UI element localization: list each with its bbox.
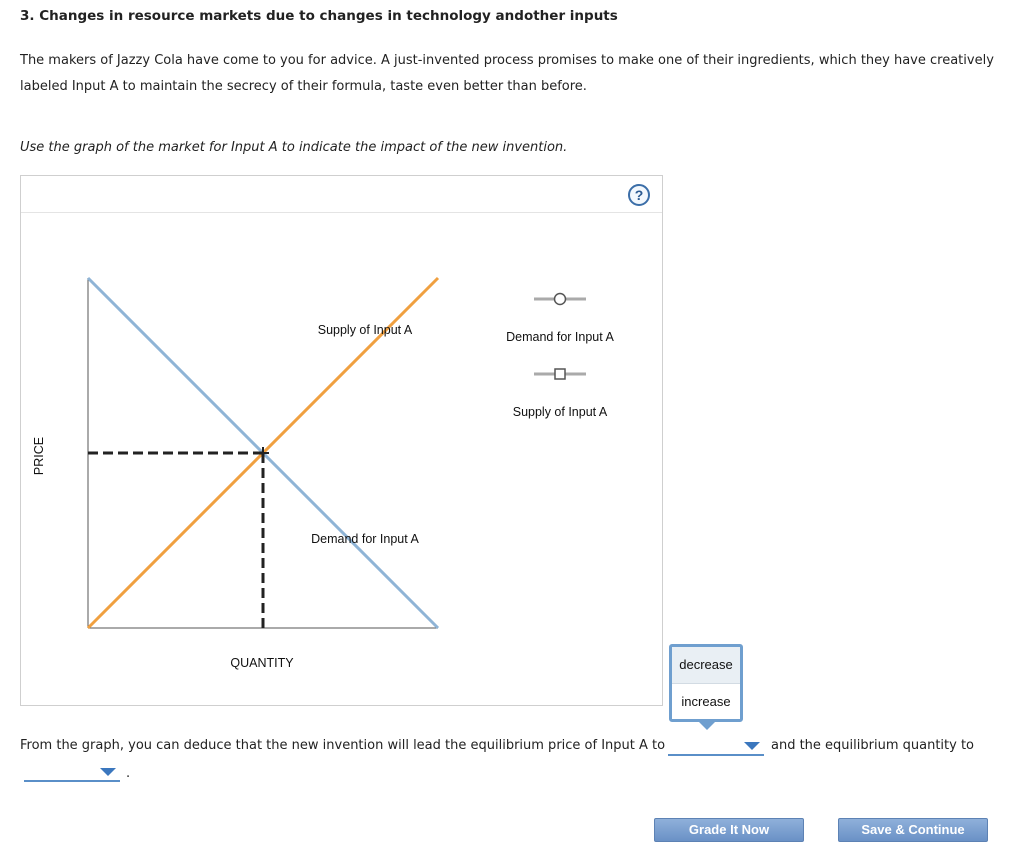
quantity-change-select[interactable] [24, 766, 120, 782]
sentence-period: . [126, 766, 131, 781]
question-intro: The makers of Jazzy Cola have come to yo… [20, 53, 994, 94]
supply-tool[interactable] [534, 368, 586, 380]
dropdown-option-increase[interactable]: increase [681, 694, 731, 709]
question-title: 3. Changes in resource markets due to ch… [20, 8, 618, 24]
y-axis-label: PRICE [32, 437, 46, 475]
price-dropdown-menu: decrease increase [669, 644, 743, 722]
answer-sentence-part1: From the graph, you can deduce that the … [20, 738, 666, 753]
question-instruction: Use the graph of the market for Input A … [20, 140, 568, 155]
save-continue-button[interactable]: Save & Continue [838, 818, 988, 842]
square-marker-icon [554, 368, 566, 380]
graph-panel: ? PRICE QUANTITY Supply of Input A Deman… [20, 175, 663, 706]
x-axis-label: QUANTITY [230, 656, 294, 670]
chevron-down-icon [100, 768, 116, 776]
dropdown-option-decrease[interactable]: decrease [672, 647, 740, 684]
help-icon[interactable]: ? [628, 184, 650, 206]
grade-it-now-button[interactable]: Grade It Now [654, 818, 804, 842]
price-change-select[interactable] [668, 740, 764, 756]
panel-divider [21, 212, 662, 213]
answer-sentence-part2: and the equilibrium quantity to [771, 738, 975, 753]
chevron-down-icon [744, 742, 760, 750]
demand-curve-label: Demand for Input A [311, 532, 419, 546]
circle-marker-icon [553, 292, 567, 306]
dropdown-pointer [698, 721, 716, 730]
demand-tool[interactable] [534, 292, 586, 306]
demand-tool-label: Demand for Input A [506, 330, 614, 344]
supply-tool-label: Supply of Input A [513, 405, 608, 419]
supply-curve-label: Supply of Input A [318, 323, 413, 337]
market-graph: PRICE QUANTITY Supply of Input A Demand … [32, 276, 615, 670]
